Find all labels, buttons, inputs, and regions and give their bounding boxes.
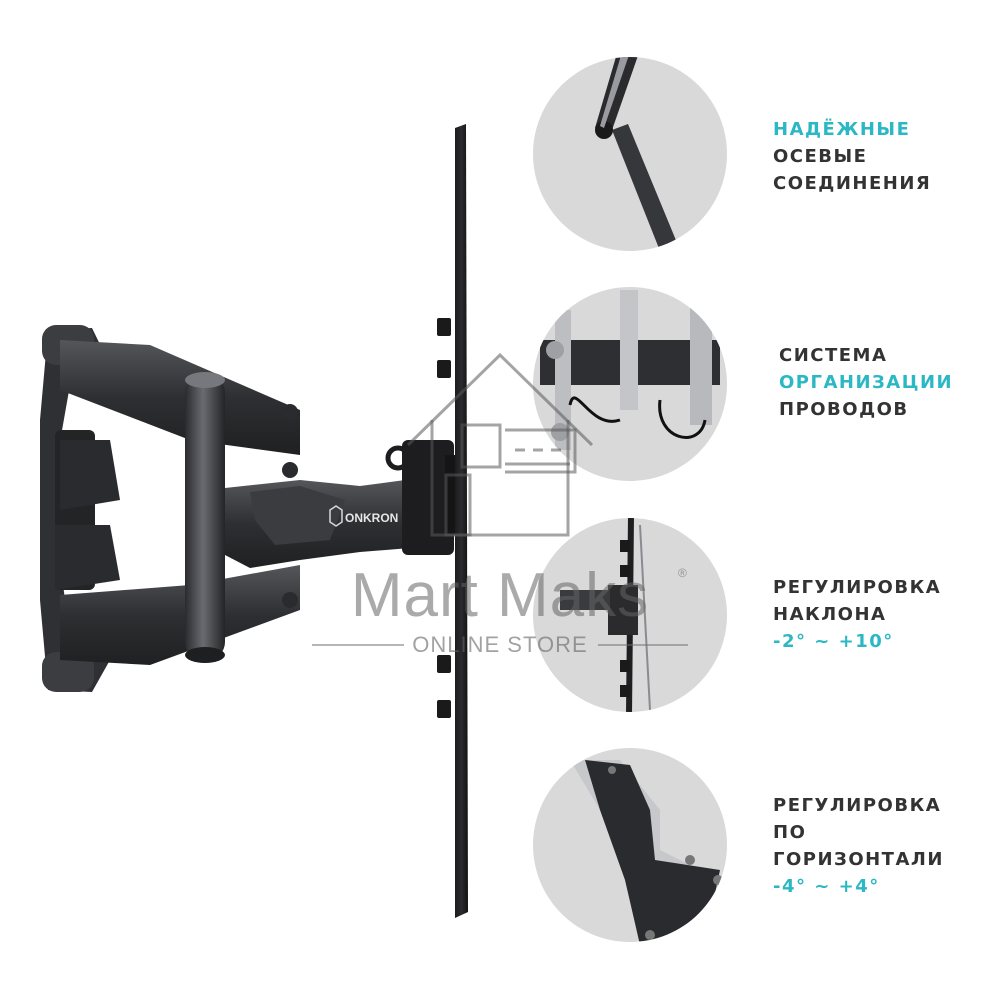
feature-line: ГОРИЗОНТАЛИ	[773, 849, 944, 870]
watermark-registered-mark: ®	[678, 566, 687, 580]
feature-line: ОРГАНИЗАЦИИ	[779, 372, 954, 393]
brand-logo-text: ONKRON	[345, 511, 398, 525]
feature-line: РЕГУЛИРОВКА	[773, 795, 942, 816]
feature-line: НАКЛОНА	[773, 604, 887, 625]
watermark-line-right	[598, 644, 688, 646]
tilt-detail-thumbnail	[533, 518, 727, 712]
feature-line: ОСЕВЫЕ	[773, 146, 868, 167]
feature-line: ПРОВОДОВ	[779, 399, 909, 420]
watermark-name: Mart Maks	[350, 561, 650, 630]
feature-line: ПО	[773, 822, 807, 843]
feature-line: -2° ~ +10°	[773, 631, 894, 652]
mount-arms	[55, 340, 410, 665]
feature-caption-joints: НАДЁЖНЫЕ ОСЕВЫЕ СОЕДИНЕНИЯ	[773, 116, 931, 197]
feature-caption-cable-management: СИСТЕМА ОРГАНИЗАЦИИ ПРОВОДОВ	[779, 342, 953, 423]
feature-line: СОЕДИНЕНИЯ	[773, 173, 932, 194]
tv-vertical-plate	[437, 124, 468, 918]
feature-caption-tilt: РЕГУЛИРОВКА НАКЛОНА -2° ~ +10°	[773, 574, 941, 655]
swivel-detail-thumbnail	[533, 748, 727, 942]
joint-detail-thumbnail	[533, 57, 727, 251]
feature-line: НАДЁЖНЫЕ	[773, 119, 911, 140]
feature-line: -4° ~ +4°	[773, 876, 880, 897]
feature-line: РЕГУЛИРОВКА	[773, 577, 942, 598]
feature-caption-swivel: РЕГУЛИРОВКА ПО ГОРИЗОНТАЛИ -4° ~ +4°	[773, 792, 944, 900]
cable-management-thumbnail	[533, 287, 727, 481]
watermark-tagline: ONLINE STORE	[412, 632, 588, 657]
onkron-logo-icon	[329, 505, 343, 527]
feature-line: СИСТЕМА	[779, 345, 888, 366]
watermark-line-left	[312, 644, 404, 646]
